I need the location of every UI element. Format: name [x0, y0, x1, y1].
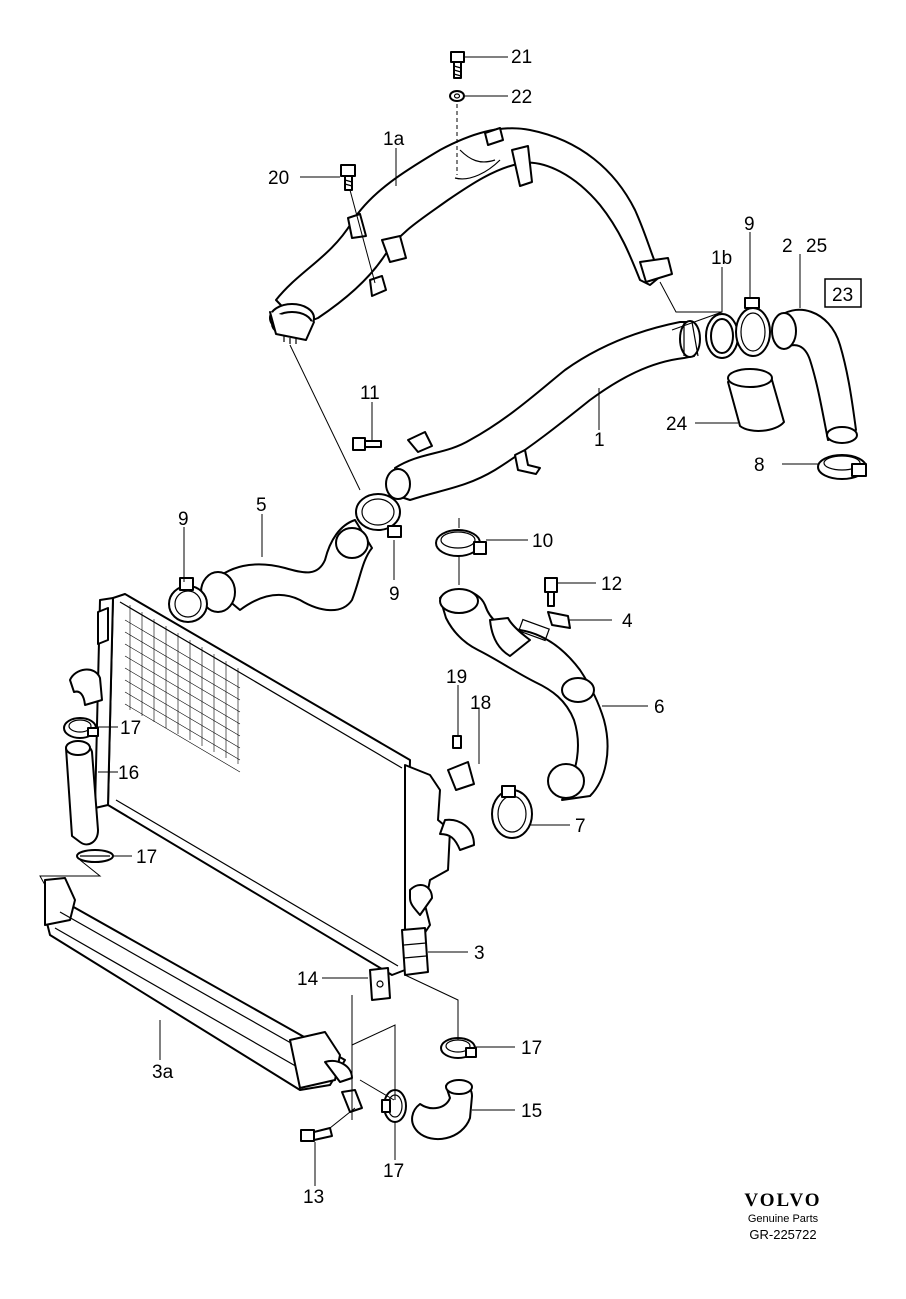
- pipe-1a: [269, 127, 673, 344]
- pipe-1: [385, 320, 701, 501]
- label-13: 13: [303, 1187, 324, 1208]
- label-10: 10: [532, 531, 553, 552]
- clamp-17-a: [63, 717, 99, 739]
- clamp-8: [817, 454, 867, 480]
- label-25: 25: [806, 236, 827, 257]
- label-1b: 1b: [711, 248, 732, 269]
- label-6: 6: [654, 697, 665, 718]
- label-14: 14: [297, 969, 319, 990]
- clamp-9-left: [168, 577, 208, 623]
- clamp-10: [435, 529, 487, 557]
- label-20: 20: [268, 168, 289, 189]
- label-18: 18: [470, 693, 491, 714]
- label-16: 16: [118, 763, 139, 784]
- label-11: 11: [360, 383, 380, 404]
- clamp-7: [491, 785, 533, 839]
- hose-15: [411, 1079, 473, 1141]
- label-3: 3: [474, 943, 485, 964]
- clamp-9-upper: [735, 297, 771, 357]
- part-labels: 21 22 1a 20 9 2 25 1b 23 11 1 24 8 5 9 1…: [118, 47, 853, 1208]
- label-1: 1: [594, 430, 605, 451]
- hose-2: [771, 308, 858, 444]
- clamp-9-middle: [355, 493, 402, 538]
- label-5: 5: [256, 495, 267, 516]
- label-17-b: 17: [136, 847, 157, 868]
- bolt-11: [352, 437, 382, 451]
- label-12: 12: [601, 574, 622, 595]
- fitting-19: [452, 735, 462, 749]
- label-23: 23: [832, 285, 853, 306]
- label-22: 22: [511, 87, 532, 108]
- bracket-4: [547, 611, 571, 629]
- hose-16: [65, 740, 99, 846]
- diagram-code: GR-225722: [749, 1227, 817, 1242]
- clamp-17-c: [440, 1037, 477, 1059]
- label-9-middle: 9: [389, 584, 400, 605]
- leader-lines: [39, 56, 818, 1186]
- sensor-12: [544, 577, 558, 607]
- label-1a: 1a: [383, 129, 405, 150]
- label-17-d: 17: [383, 1161, 404, 1182]
- sleeve-24: [727, 368, 785, 432]
- label-2: 2: [782, 236, 793, 257]
- label-24: 24: [666, 414, 688, 435]
- label-17-a: 17: [120, 718, 141, 739]
- bracket-18: [447, 761, 475, 791]
- hose-6: [439, 588, 609, 801]
- label-9-left: 9: [178, 509, 189, 530]
- bolt-20: [340, 164, 356, 191]
- label-8: 8: [754, 455, 765, 476]
- label-9-upper: 9: [744, 214, 755, 235]
- volvo-logo: VOLVO: [744, 1190, 822, 1211]
- label-7: 7: [575, 816, 586, 837]
- label-15: 15: [521, 1101, 542, 1122]
- bolt-21: [450, 51, 465, 79]
- clamp-17-b: [76, 849, 114, 863]
- bracket-14: [369, 967, 391, 1001]
- label-3a: 3a: [152, 1062, 174, 1083]
- intercooler-3: [69, 593, 475, 976]
- washer-22: [449, 90, 465, 102]
- label-17-c: 17: [521, 1038, 542, 1059]
- cooler-3a: [44, 877, 363, 1113]
- label-19: 19: [446, 667, 467, 688]
- bolt-13: [300, 1127, 333, 1142]
- label-21: 21: [511, 47, 532, 68]
- brand-block: VOLVO Genuine Parts GR-225722: [728, 1190, 838, 1242]
- box-23: [824, 278, 862, 308]
- brand-subtitle: Genuine Parts: [747, 1213, 819, 1225]
- hose-5: [200, 519, 373, 613]
- label-4: 4: [622, 611, 633, 632]
- ring-1b: [705, 313, 739, 359]
